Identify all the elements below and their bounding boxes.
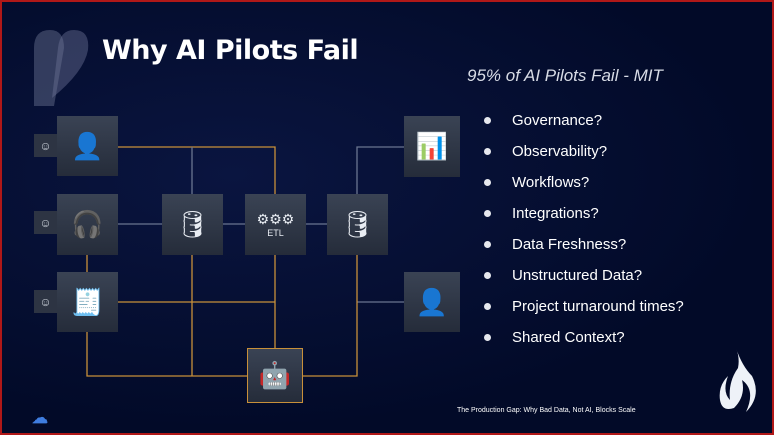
people-network-icon: 👤 (404, 272, 460, 332)
list-item: Integrations? (484, 198, 684, 229)
people-network-icon: 👤 (57, 116, 118, 176)
list-item: Data Freshness? (484, 229, 684, 260)
database-icon: 🛢 (327, 194, 388, 255)
brand-logo-icon (34, 30, 89, 106)
list-item: Project turnaround times? (484, 291, 684, 322)
database-icon: 🛢 (162, 194, 223, 255)
invoice-document-icon: 🧾 (57, 272, 118, 332)
flame-logo-icon (719, 348, 756, 412)
cloud-logo-icon: ☁ (32, 410, 48, 427)
ai-robot-icon: 🤖 (247, 348, 303, 403)
list-item: Unstructured Data? (484, 260, 684, 291)
list-item: Governance? (484, 105, 684, 136)
question-list: Governance? Observability? Workflows? In… (484, 105, 684, 353)
footer-text: The Production Gap: Why Bad Data, Not AI… (457, 407, 636, 414)
agent-icon: ☺ (34, 134, 57, 157)
list-item: Shared Context? (484, 322, 684, 353)
slide-subtitle: 95% of AI Pilots Fail - MIT (467, 66, 663, 85)
slide-title: Why AI Pilots Fail (102, 35, 359, 66)
support-agent-icon: 🎧 (57, 194, 118, 255)
etl-icon: ⚙⚙⚙ETL (245, 194, 306, 255)
agent-icon: ☺ (34, 290, 57, 313)
agent-icon: ☺ (34, 211, 57, 234)
list-item: Workflows? (484, 167, 684, 198)
list-item: Observability? (484, 136, 684, 167)
report-dashboard-icon: 📊 (404, 116, 460, 177)
etl-label: ETL (267, 228, 284, 238)
